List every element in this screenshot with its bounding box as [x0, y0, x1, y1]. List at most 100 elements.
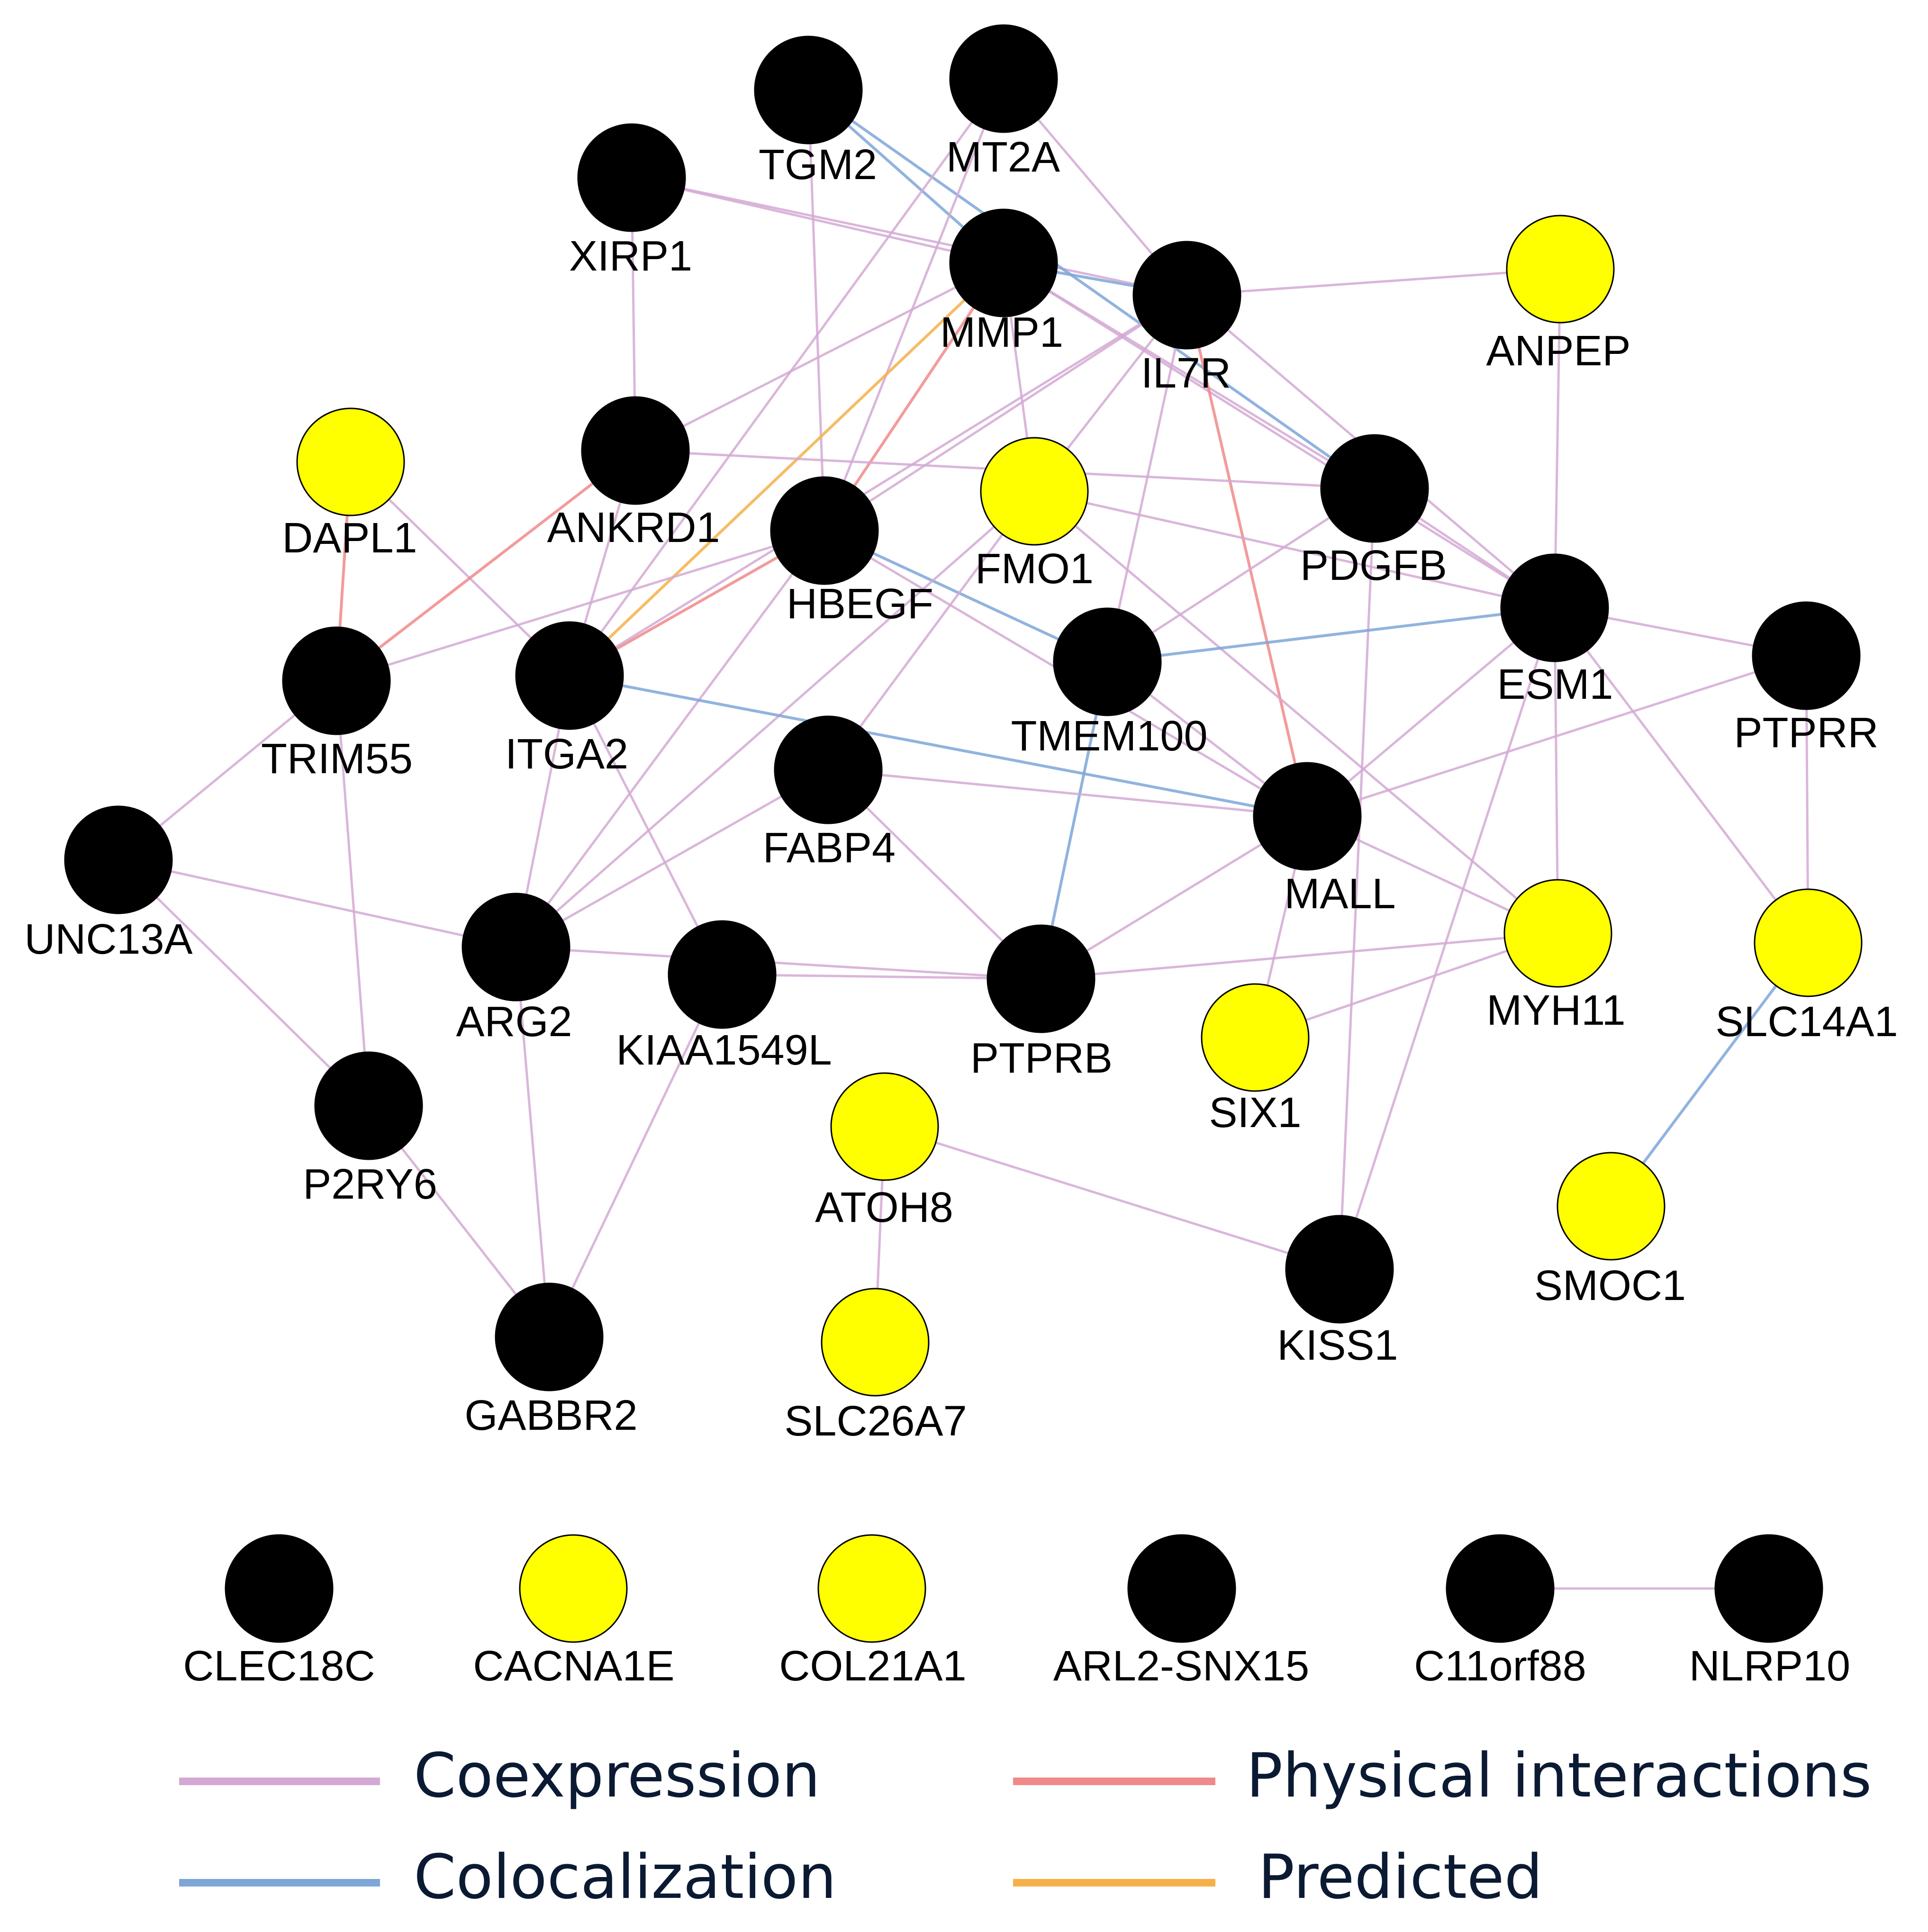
node-six1[interactable]: SIX1 — [1201, 983, 1310, 1137]
node-mall[interactable]: MALL — [1253, 762, 1396, 918]
node-col21a1[interactable]: COL21A1 — [779, 1534, 967, 1690]
node-trim55[interactable]: TRIM55 — [261, 626, 413, 783]
node-tmem100[interactable]: TMEM100 — [1011, 607, 1208, 760]
edge-coexpression-tgm2-hbegf — [807, 90, 826, 531]
node-circle-col21a1[interactable] — [817, 1534, 926, 1643]
node-circle-kiss1[interactable] — [1285, 1215, 1394, 1324]
node-dapl1[interactable]: DAPL1 — [282, 407, 417, 562]
node-circle-c11orf88[interactable] — [1446, 1534, 1555, 1643]
node-circle-gabbr2[interactable] — [495, 1282, 604, 1391]
node-nlrp10[interactable]: NLRP10 — [1689, 1534, 1850, 1690]
edge-coexpression-unc13a-arg2 — [118, 858, 516, 948]
node-kiss1[interactable]: KISS1 — [1277, 1215, 1398, 1369]
node-c11orf88[interactable]: C11orf88 — [1414, 1534, 1586, 1690]
node-myh11[interactable]: MYH11 — [1486, 879, 1626, 1034]
node-circle-kiaa1549l[interactable] — [668, 920, 777, 1029]
node-circle-il7r[interactable] — [1132, 241, 1241, 350]
node-mt2a[interactable]: MT2A — [946, 24, 1060, 181]
node-slc26a7[interactable]: SLC26A7 — [784, 1288, 967, 1445]
node-circle-myh11[interactable] — [1503, 879, 1612, 988]
node-label-myh11: MYH11 — [1486, 987, 1625, 1034]
node-label-kiss1: KISS1 — [1277, 1322, 1398, 1369]
edge-coexpression-fmo1-esm1 — [1034, 490, 1555, 609]
node-circle-unc13a[interactable] — [64, 805, 173, 914]
edge-coexpression-mt2a-hbegf — [823, 78, 1005, 531]
node-ptprr[interactable]: PTPRR — [1734, 601, 1879, 757]
node-circle-esm1[interactable] — [1500, 553, 1609, 662]
node-label-col21a1: COL21A1 — [779, 1643, 966, 1690]
node-p2ry6[interactable]: P2RY6 — [303, 1051, 437, 1208]
edge-coexpression-fmo1-fabp4 — [827, 490, 1036, 771]
node-circle-mmp1[interactable] — [949, 208, 1058, 317]
node-circle-tmem100[interactable] — [1053, 607, 1162, 716]
node-circle-mt2a[interactable] — [949, 24, 1058, 133]
node-circle-clec18c[interactable] — [225, 1534, 334, 1643]
node-fabp4[interactable]: FABP4 — [763, 715, 896, 872]
node-ankrd1[interactable]: ANKRD1 — [547, 396, 720, 551]
node-ptprb[interactable]: PTPRB — [970, 924, 1113, 1082]
node-label-ankrd1: ANKRD1 — [547, 504, 720, 551]
node-circle-ptprb[interactable] — [987, 924, 1095, 1033]
node-label-il7r: IL7R — [1141, 350, 1231, 397]
node-label-nlrp10: NLRP10 — [1689, 1643, 1850, 1690]
node-esm1[interactable]: ESM1 — [1497, 553, 1613, 708]
node-itga2[interactable]: ITGA2 — [505, 621, 628, 778]
node-il7r[interactable]: IL7R — [1132, 241, 1241, 397]
node-circle-ankrd1[interactable] — [581, 396, 690, 505]
node-cacna1e[interactable]: CACNA1E — [473, 1534, 675, 1690]
edge-coexpression-il7r-anpep — [1186, 268, 1561, 297]
node-label-dapl1: DAPL1 — [282, 515, 417, 562]
node-circle-nlrp10[interactable] — [1714, 1534, 1823, 1643]
node-circle-dapl1[interactable] — [296, 407, 405, 516]
node-circle-anpep[interactable] — [1506, 215, 1615, 324]
node-label-clec18c: CLEC18C — [183, 1643, 375, 1690]
node-circle-mall[interactable] — [1253, 762, 1362, 871]
node-label-c11orf88: C11orf88 — [1414, 1643, 1586, 1690]
node-circle-cacna1e[interactable] — [519, 1534, 628, 1643]
edge-coexpression-il7r-hbegf — [824, 294, 1188, 532]
node-mmp1[interactable]: MMP1 — [940, 208, 1063, 356]
node-circle-pdgfb[interactable] — [1320, 434, 1429, 543]
node-circle-atoh8[interactable] — [830, 1072, 939, 1181]
node-label-atoh8: ATOH8 — [815, 1184, 953, 1231]
edge-coexpression-arg2-ptprb — [516, 946, 1041, 980]
node-smoc1[interactable]: SMOC1 — [1534, 1152, 1686, 1309]
node-kiaa1549l[interactable]: KIAA1549L — [616, 920, 832, 1074]
node-circle-arg2[interactable] — [462, 893, 570, 1002]
node-anpep[interactable]: ANPEP — [1486, 215, 1631, 375]
node-clec18c[interactable]: CLEC18C — [183, 1534, 375, 1690]
node-circle-slc14a1[interactable] — [1754, 888, 1863, 997]
node-hbegf[interactable]: HBEGF — [770, 476, 933, 628]
node-circle-slc26a7[interactable] — [821, 1288, 930, 1397]
edge-colocalization-tgm2-pdgfb — [807, 89, 1376, 490]
edge-coexpression-unc13a-p2ry6 — [118, 859, 370, 1107]
node-unc13a[interactable]: UNC13A — [24, 805, 193, 963]
edge-colocalization-itga2-mall — [569, 674, 1308, 818]
node-circle-trim55[interactable] — [282, 626, 391, 735]
node-fmo1[interactable]: FMO1 — [975, 437, 1094, 593]
node-tgm2[interactable]: TGM2 — [754, 36, 877, 189]
node-slc14a1[interactable]: SLC14A1 — [1715, 888, 1898, 1046]
node-circle-arl2-snx15[interactable] — [1127, 1534, 1236, 1643]
node-circle-fmo1[interactable] — [980, 437, 1089, 546]
node-arg2[interactable]: ARG2 — [456, 893, 572, 1046]
node-label-smoc1: SMOC1 — [1534, 1262, 1686, 1309]
node-circle-six1[interactable] — [1201, 983, 1310, 1092]
node-xirp1[interactable]: XIRP1 — [569, 123, 692, 280]
node-circle-fabp4[interactable] — [774, 715, 883, 824]
node-circle-smoc1[interactable] — [1557, 1152, 1666, 1261]
node-circle-hbegf[interactable] — [770, 476, 879, 585]
node-circle-xirp1[interactable] — [577, 123, 686, 232]
node-gabbr2[interactable]: GABBR2 — [464, 1282, 638, 1439]
node-label-slc14a1: SLC14A1 — [1715, 998, 1898, 1046]
node-circle-p2ry6[interactable] — [314, 1051, 423, 1160]
node-atoh8[interactable]: ATOH8 — [815, 1072, 953, 1231]
node-circle-tgm2[interactable] — [754, 36, 863, 144]
node-circle-itga2[interactable] — [515, 621, 624, 730]
edge-colocalization-esm1-tmem100 — [1107, 606, 1555, 663]
node-arl2-snx15[interactable]: ARL2-SNX15 — [1053, 1534, 1309, 1690]
node-label-ptprb: PTPRB — [970, 1035, 1113, 1082]
node-pdgfb[interactable]: PDGFB — [1300, 434, 1447, 589]
node-circle-ptprr[interactable] — [1752, 601, 1861, 710]
